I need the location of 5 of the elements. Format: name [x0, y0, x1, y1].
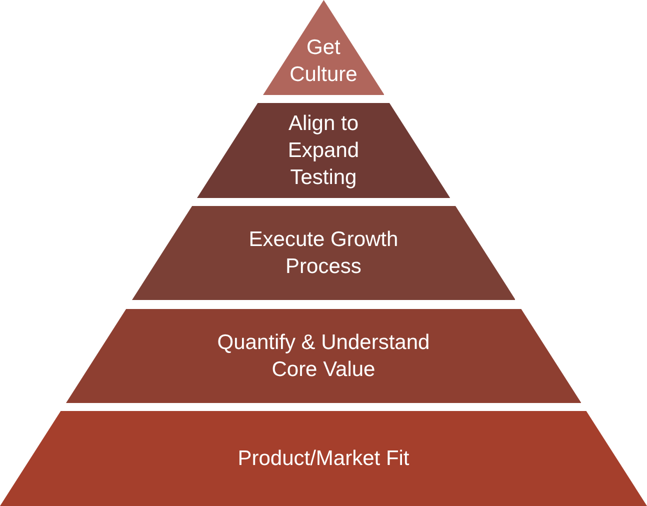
tier-label: Execute Growth Process — [248, 227, 400, 280]
tier-label: Product/Market Fit — [236, 446, 410, 472]
tier-label: Align to Expand Testing — [286, 111, 360, 191]
tier-label: Get Culture — [288, 35, 358, 88]
tier-label: Quantify & Understand Core Value — [216, 330, 431, 383]
